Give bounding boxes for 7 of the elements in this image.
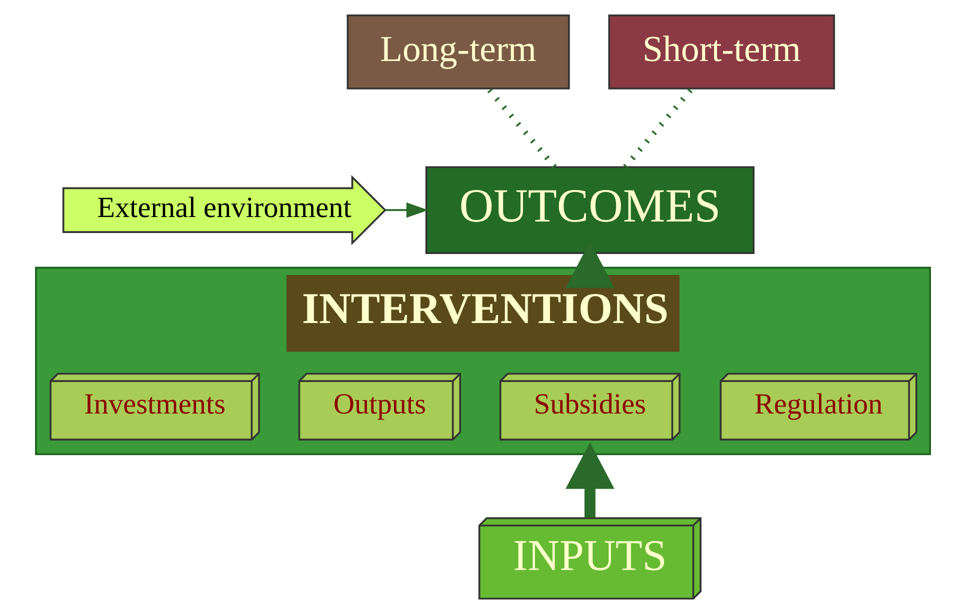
node-box: OUTCOMES bbox=[425, 166, 755, 254]
arrow bbox=[566, 241, 614, 288]
arrow bbox=[386, 202, 428, 218]
node-box: Long-term bbox=[346, 14, 570, 90]
node-box: Short-term bbox=[608, 14, 835, 90]
connector bbox=[623, 87, 694, 169]
connector bbox=[486, 87, 557, 169]
